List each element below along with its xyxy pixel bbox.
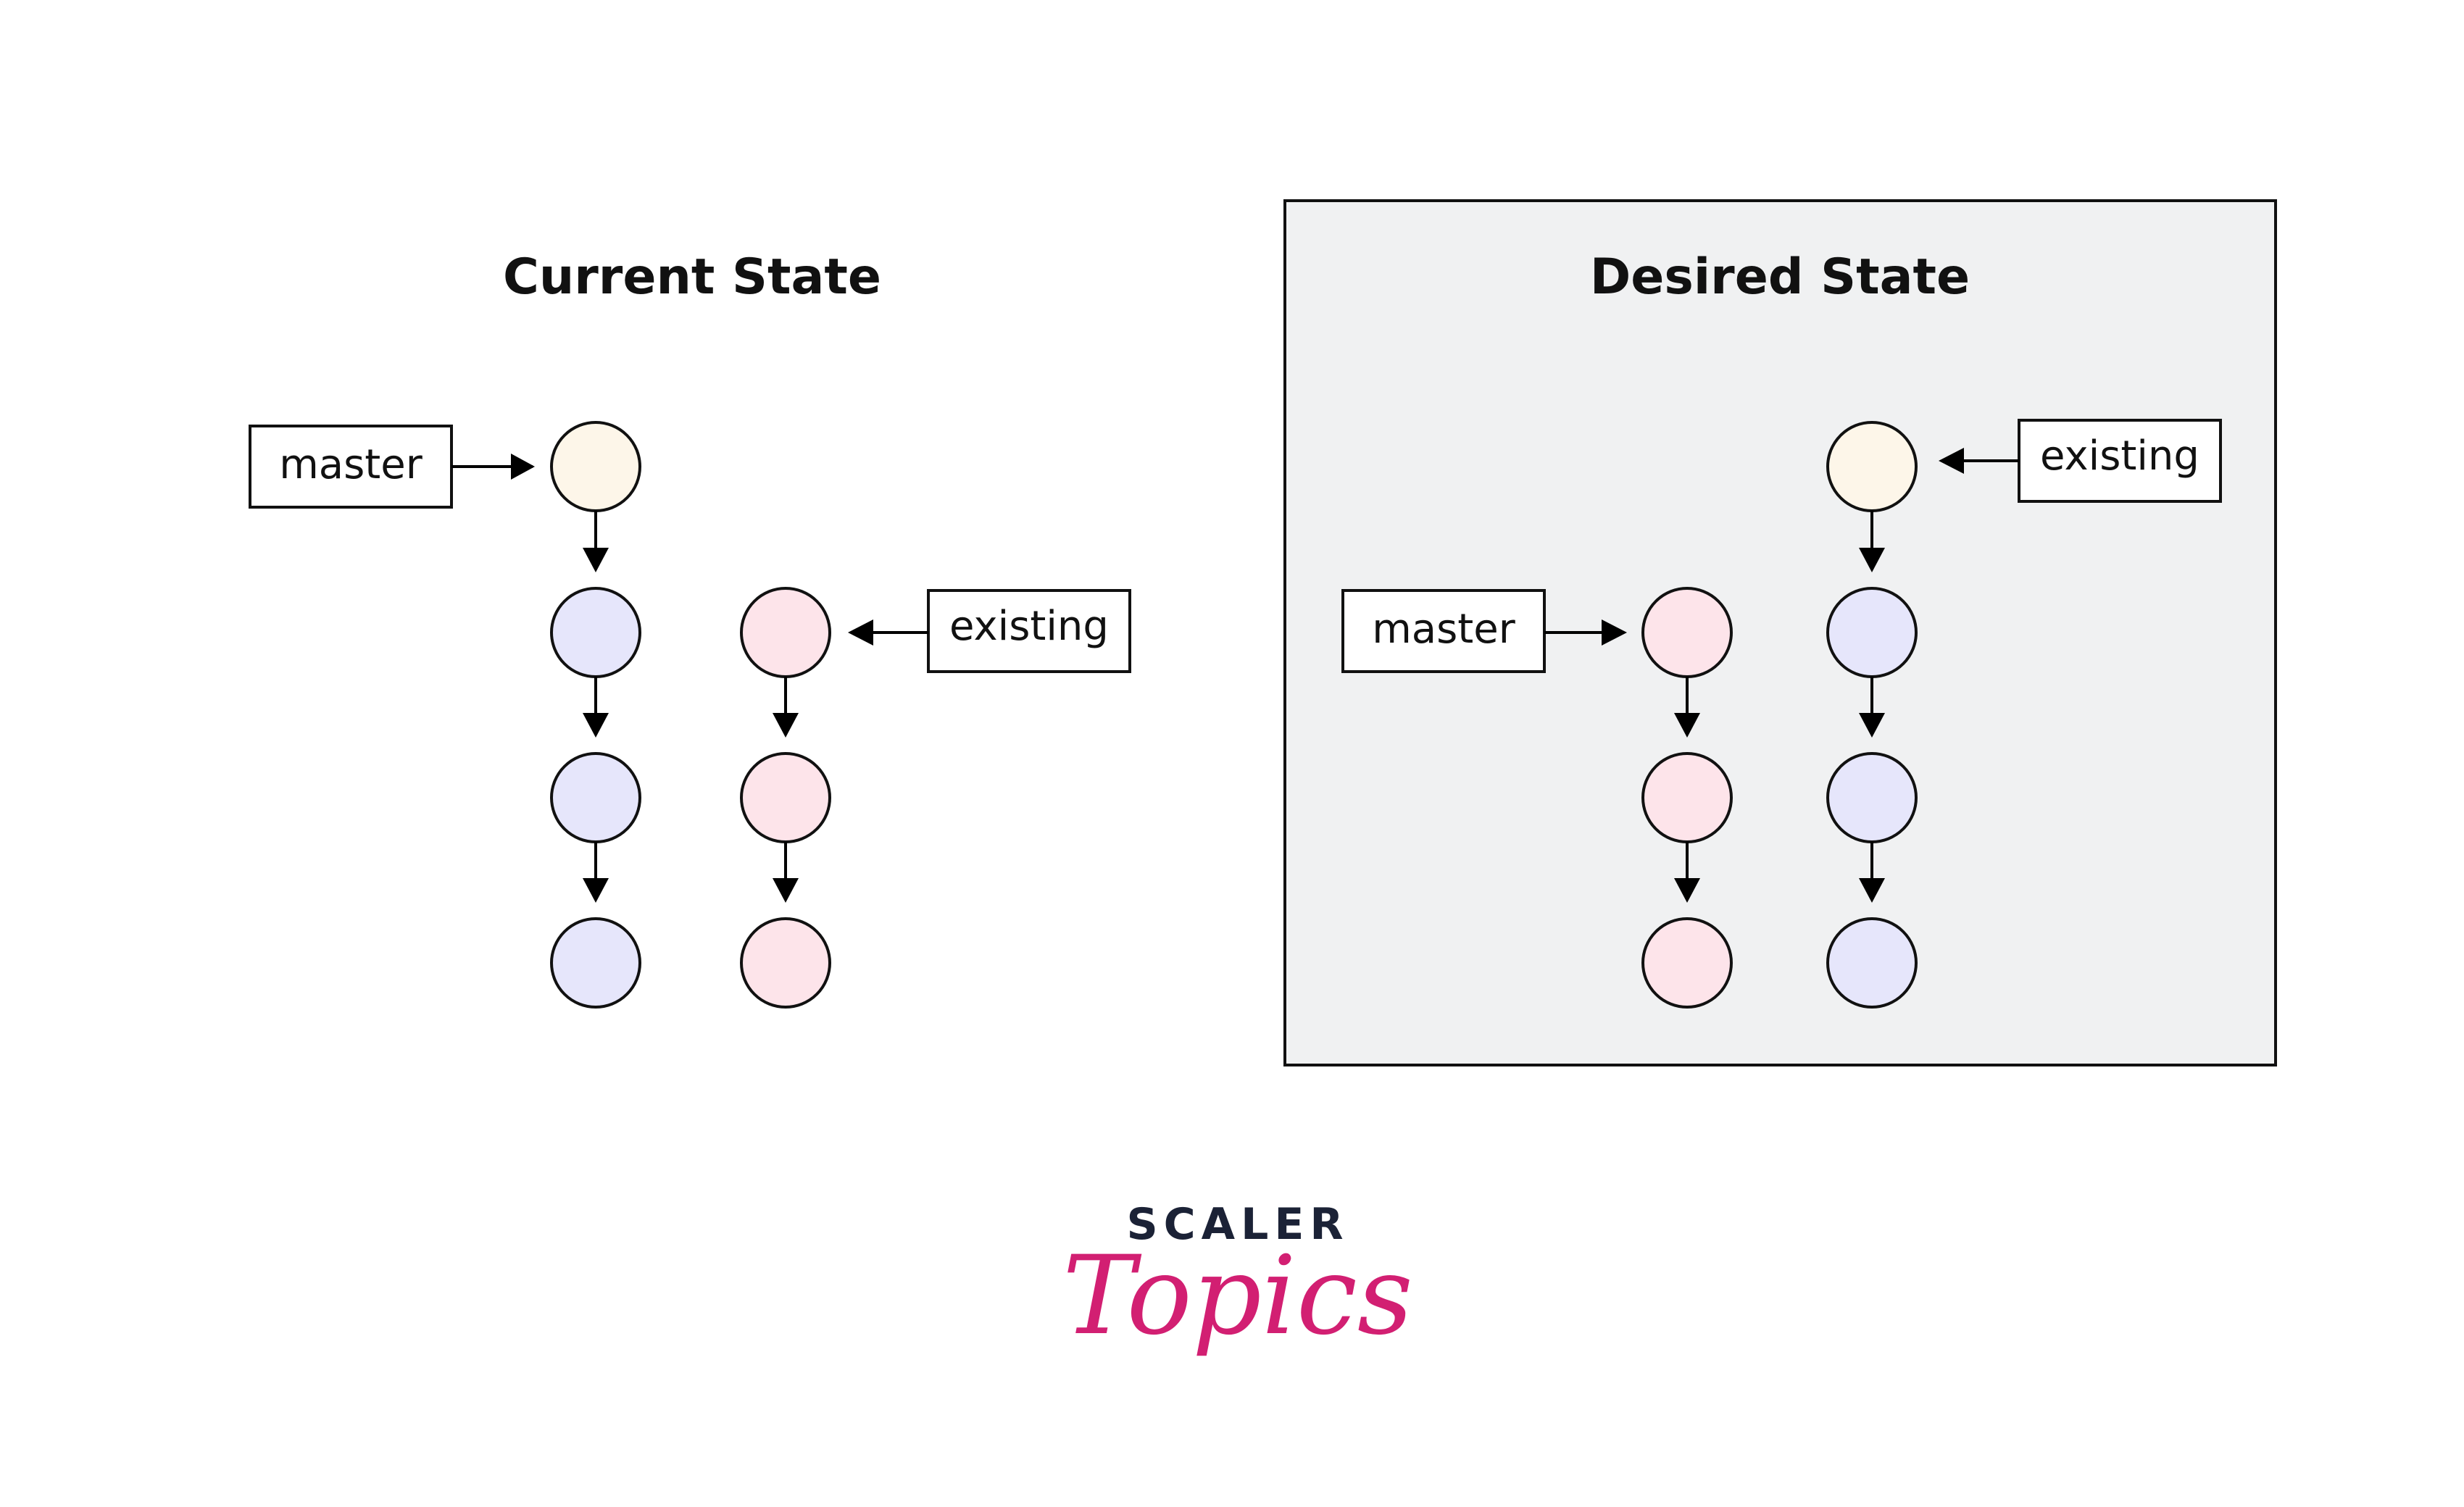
commit-node bbox=[1641, 587, 1733, 678]
desired-master-pointer: master bbox=[1341, 589, 1627, 673]
logo-scaler-text: SCALER bbox=[1126, 1199, 1349, 1250]
commit-node bbox=[740, 587, 831, 678]
desired-master-label-box bbox=[1341, 589, 1546, 673]
commit-node bbox=[1641, 917, 1733, 1009]
desired-master-branch bbox=[1641, 587, 1733, 1009]
desired-existing-arrowhead bbox=[1939, 448, 1964, 474]
current-existing-arrowhead bbox=[848, 619, 873, 646]
current-existing-label: existing bbox=[949, 603, 1109, 650]
desired-existing-pointer: existing bbox=[1939, 419, 2222, 503]
commit-link-arrowhead bbox=[1674, 878, 1700, 903]
desired-existing-label-box bbox=[2018, 419, 2222, 503]
current-master-label: master bbox=[279, 441, 423, 488]
commit-node bbox=[740, 917, 831, 1009]
commit-node bbox=[1826, 752, 1918, 843]
commit-node bbox=[550, 421, 641, 512]
commit-node bbox=[740, 752, 831, 843]
current-existing-branch bbox=[740, 587, 831, 1009]
commit-link-arrowhead bbox=[1859, 878, 1885, 903]
commit-node bbox=[1826, 587, 1918, 678]
scaler-topics-logo: SCALER Topics bbox=[1062, 1199, 1413, 1359]
commit-node bbox=[1641, 752, 1733, 843]
current-master-label-box bbox=[249, 425, 453, 509]
logo-topics-text: Topics bbox=[1062, 1233, 1413, 1359]
commit-link-arrowhead bbox=[1859, 713, 1885, 738]
commit-node bbox=[550, 587, 641, 678]
commit-link-arrowhead bbox=[583, 548, 609, 572]
commit-node bbox=[1826, 917, 1918, 1009]
desired-state-title: Desired State bbox=[1590, 249, 1970, 306]
current-master-arrowhead bbox=[511, 454, 535, 480]
current-state-title: Current State bbox=[503, 249, 881, 306]
commit-node bbox=[1826, 421, 1918, 512]
commit-link-arrowhead bbox=[583, 878, 609, 903]
desired-state-panel: Desired State master bbox=[1283, 199, 2277, 1066]
desired-existing-branch bbox=[1826, 421, 1918, 1009]
commit-link-arrowhead bbox=[773, 713, 799, 738]
desired-existing-label: existing bbox=[2040, 433, 2199, 480]
current-master-pointer: master bbox=[249, 425, 535, 509]
commit-link-arrowhead bbox=[583, 713, 609, 738]
current-master-branch bbox=[550, 421, 641, 1009]
commit-node bbox=[550, 917, 641, 1009]
commit-link-arrowhead bbox=[1859, 548, 1885, 572]
current-existing-pointer: existing bbox=[848, 589, 1131, 673]
desired-master-label: master bbox=[1372, 606, 1515, 653]
commit-link-arrowhead bbox=[1674, 713, 1700, 738]
desired-master-arrowhead bbox=[1602, 619, 1627, 646]
commit-node bbox=[550, 752, 641, 843]
commit-link-arrowhead bbox=[773, 878, 799, 903]
current-state-panel: Current State master bbox=[249, 249, 1131, 1009]
